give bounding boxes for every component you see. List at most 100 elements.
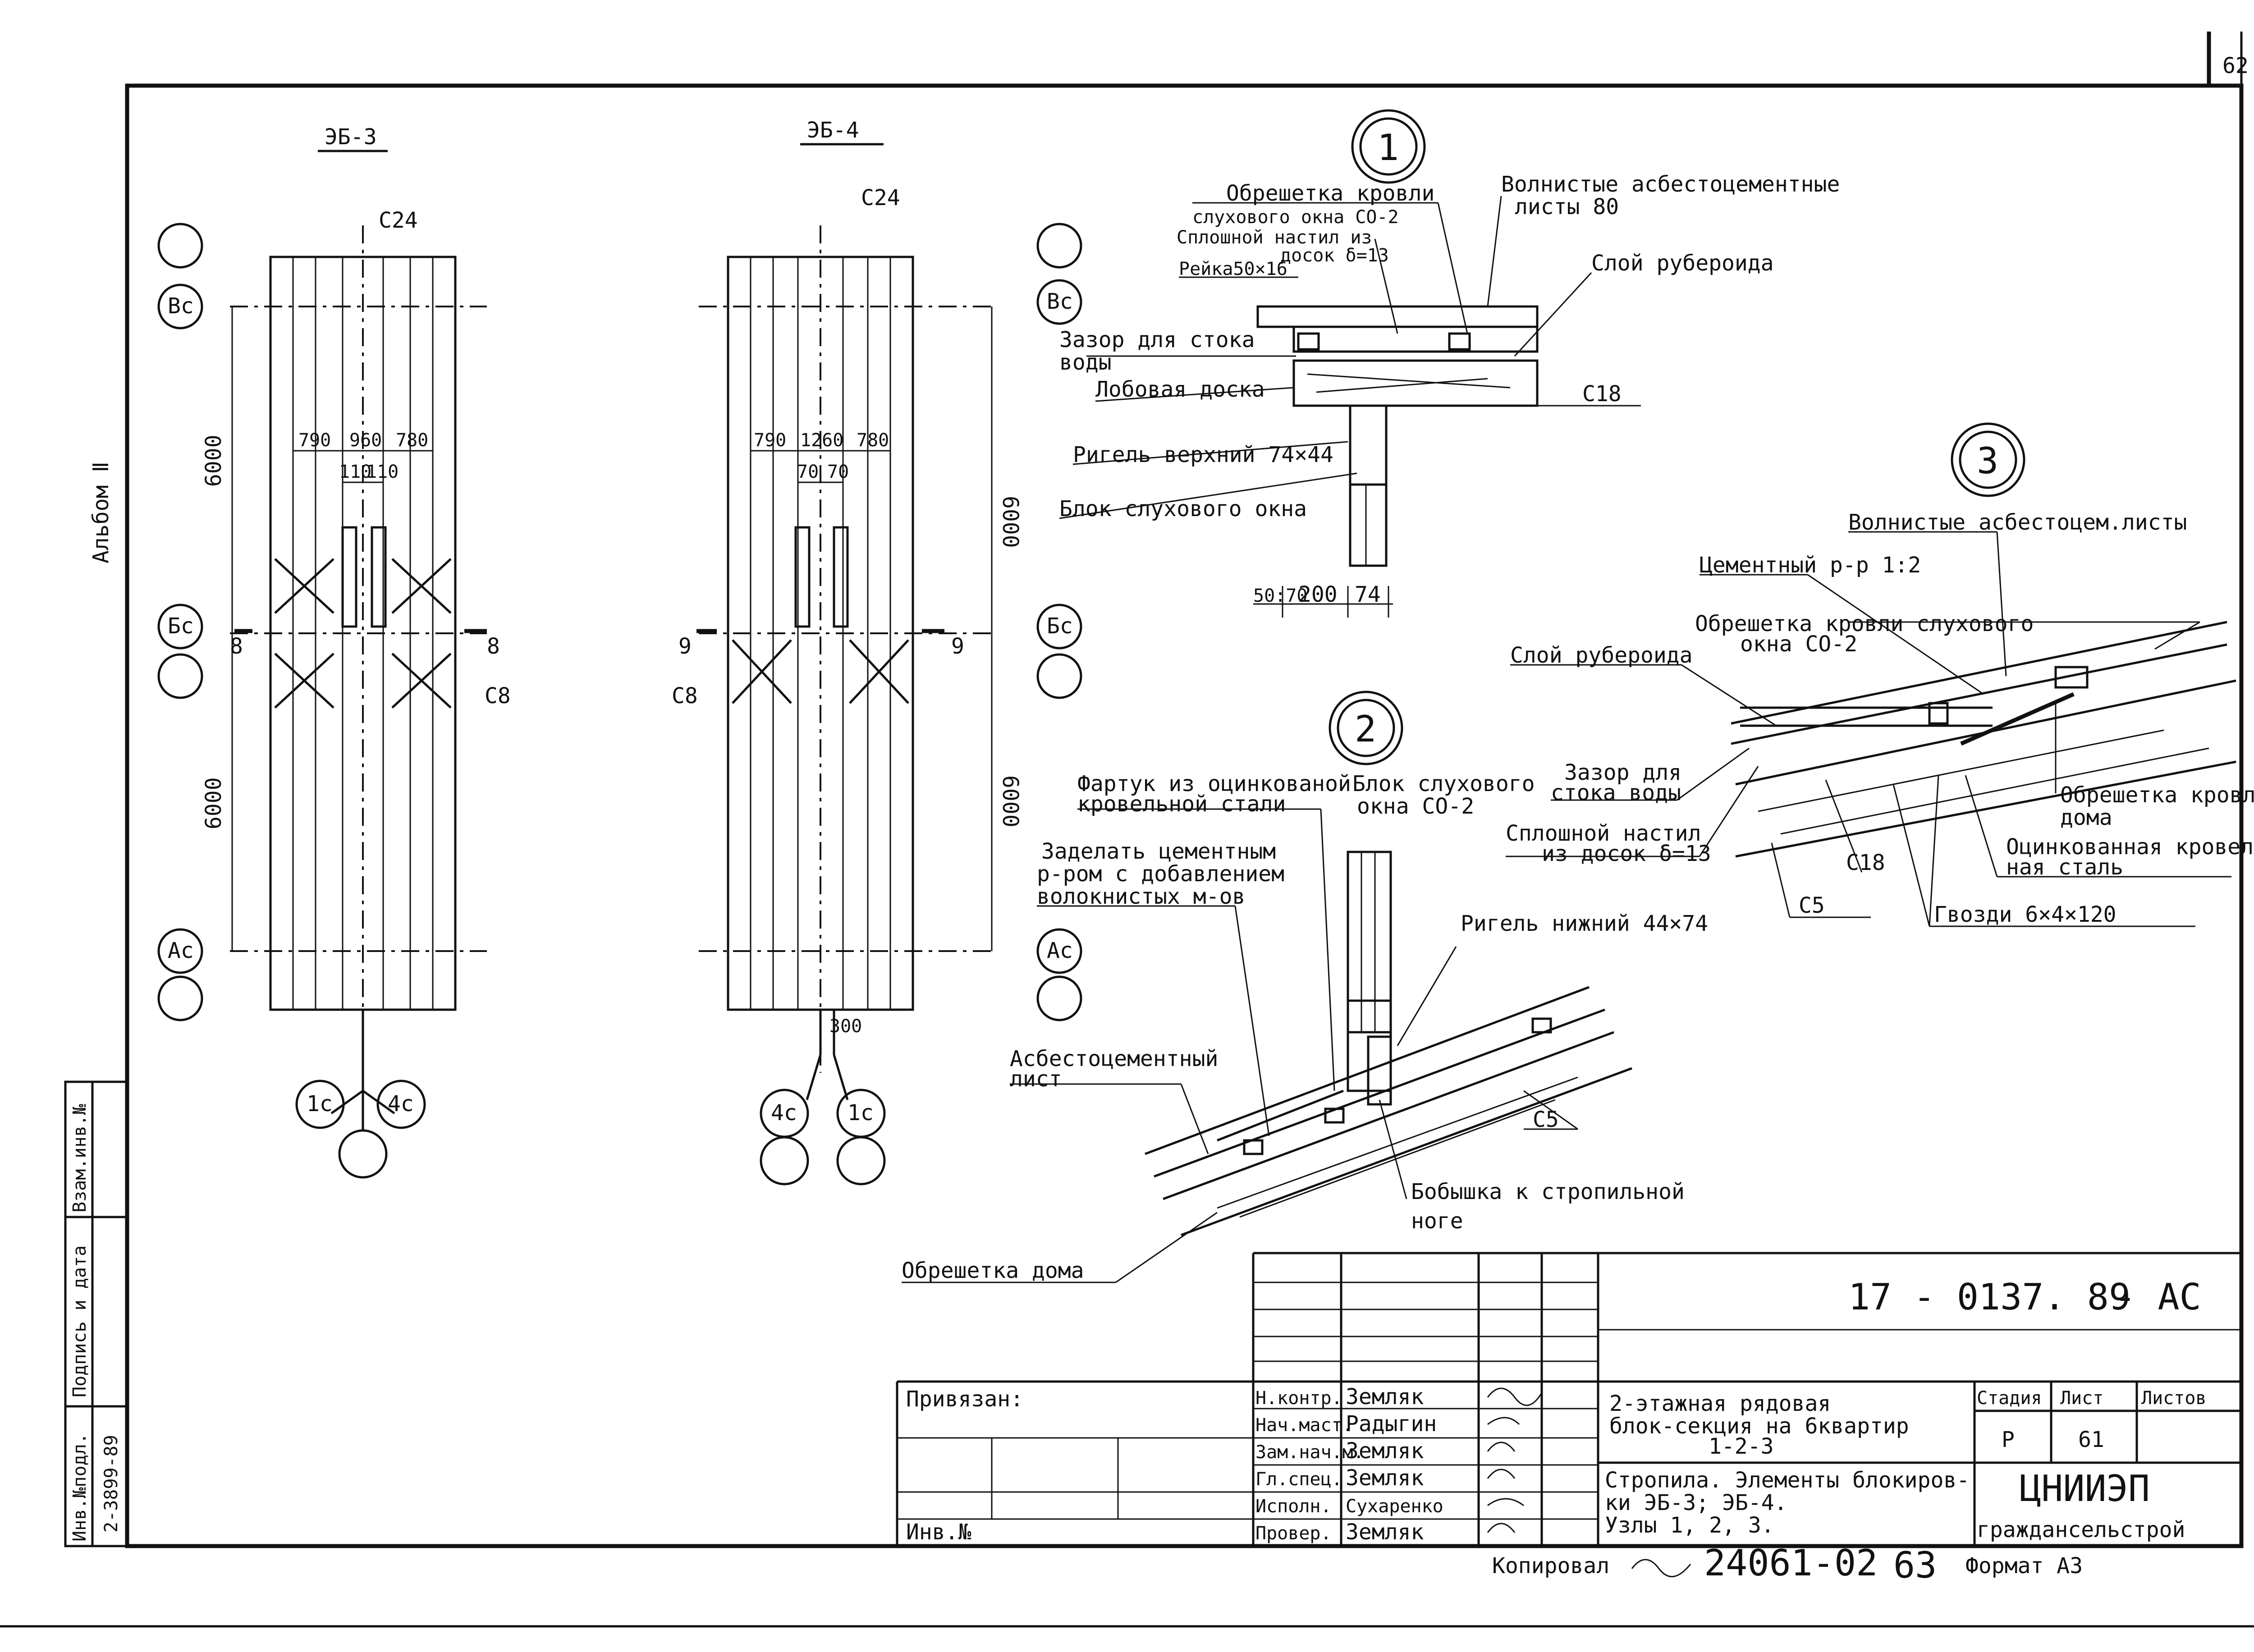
tb-name-3: Земляк	[1346, 1465, 1424, 1491]
tb-list-h: Лист	[2060, 1388, 2103, 1409]
node2-zadelat3: волокнистых м-ов	[1037, 884, 1245, 909]
tb-project3: 1-2-3	[1709, 1434, 1774, 1459]
title-block	[896, 1252, 2241, 1546]
eb4-axis-bc: Бс	[1047, 613, 1073, 639]
tb-project: 2-этажная рядовая	[1609, 1391, 1831, 1416]
node2-blok: Блок слухового	[1352, 771, 1535, 796]
signatures	[1487, 1387, 1543, 1533]
tb-org: ЦНИИЭП	[2020, 1468, 2150, 1510]
album-label: Альбом Ⅱ	[88, 462, 114, 563]
tb-sheet-title3: Узлы 1, 2, 3.	[1605, 1513, 1774, 1538]
node1-rigel: Ригель верхний 74×44	[1073, 442, 1333, 467]
node1-zazor: Зазор для стока	[1059, 327, 1255, 352]
tb-role-1: Нач.маст.	[1255, 1415, 1353, 1436]
eb3-dim-4: 110	[339, 462, 371, 482]
node2-fartuk2: кровельной стали	[1077, 792, 1286, 817]
stamp-inv-podl: Инв.№подл.	[69, 1433, 90, 1542]
eb3-label-c24: С24	[379, 208, 418, 233]
footer-format: Формат А3	[1965, 1553, 2083, 1579]
tb-project2: блок-секция на 6квартир	[1609, 1414, 1909, 1439]
page-number: 62	[2222, 53, 2249, 78]
node2-obreshetka: Обрешетка дома	[902, 1258, 1084, 1283]
node2-asbest: Асбестоцементный	[1010, 1046, 1218, 1071]
node3-c5: С5	[1799, 893, 1825, 918]
node1-sloy: Слой рубероида	[1591, 251, 1774, 276]
node2-bobyshka: Бобышка к стропильной	[1411, 1179, 1685, 1204]
eb4-axis-4c: 4с	[771, 1100, 797, 1126]
eb3-axis-bubbles	[157, 223, 426, 1179]
node1-dim-b: 200	[1298, 582, 1338, 607]
tb-role-5: Провер.	[1255, 1523, 1332, 1544]
node-2	[902, 691, 1632, 1283]
eb4-dim-span2: 6000	[998, 775, 1023, 828]
node1-reyka: Рейка50×16	[1179, 259, 1287, 279]
eb3-axis-1c: 1с	[307, 1091, 333, 1117]
tb-name-1: Радыгин	[1346, 1411, 1437, 1437]
node2-fartuk: Фартук из оцинкованой	[1077, 771, 1351, 796]
node2-asbest2: лист	[1010, 1066, 1062, 1092]
node-1	[1059, 109, 1641, 618]
eb4-section-left: 9	[678, 634, 692, 659]
tb-stadia-h: Стадия	[1977, 1388, 2042, 1409]
tb-list: 61	[2078, 1427, 2104, 1452]
footer-page: 63	[1893, 1544, 1937, 1586]
eb4-dim-bottom: 300	[829, 1016, 862, 1037]
tb-sheet-title2: ки ЭБ-3; ЭБ-4.	[1605, 1490, 1787, 1515]
node3-gvozdi: Гвозди 6×4×120	[1934, 902, 2117, 927]
eb3-dim-2: 960	[349, 430, 382, 451]
eb4-label-c8: С8	[672, 683, 698, 709]
eb3-dim-5: 110	[366, 462, 399, 482]
stamp-vzam: Взам.инв.№	[69, 1104, 90, 1213]
node3-ocink: Оцинкованная кровель-	[2006, 834, 2254, 860]
node1-number: 1	[1377, 127, 1399, 169]
plan-eb3: ЭБ-3	[230, 124, 487, 1131]
eb4-axis-1c: 1с	[848, 1100, 874, 1126]
tb-privyazan: Привязан:	[906, 1387, 1023, 1412]
tb-sheet-title: Стропила. Элементы блокиров-	[1605, 1468, 1970, 1493]
eb4-label-c24: С24	[861, 185, 900, 211]
node-3	[1506, 422, 2236, 927]
tb-role-0: Н.контр.	[1255, 1388, 1342, 1409]
eb3-axis-4c: 4с	[388, 1091, 414, 1117]
tb-name-5: Земляк	[1346, 1519, 1424, 1545]
node1-sploshnoy: Сплошной настил из	[1177, 227, 1372, 248]
eb4-dim-5: 70	[827, 462, 849, 482]
plan-eb4: ЭБ-4	[696, 118, 993, 1100]
node2-c5: С5	[1533, 1107, 1559, 1132]
left-stamp	[64, 1080, 128, 1547]
tb-code: 17 - 0137. 89	[1848, 1276, 2130, 1318]
tb-inv: Инв.№	[906, 1519, 971, 1545]
tb-stadia: Р	[2002, 1427, 2015, 1452]
node3-zazor2: стока воды	[1551, 780, 1681, 805]
node3-cement: Цементный р-р 1:2	[1700, 553, 1921, 578]
node1-blok: Блок слухового окна	[1059, 496, 1307, 522]
eb3-dim-span2: 6000	[201, 777, 226, 829]
node1-dim-a: 50:70	[1253, 586, 1307, 606]
eb3-axis-bc: Бс	[168, 613, 194, 639]
eb3-dim-1: 790	[298, 430, 331, 451]
node1-zazor2: воды	[1059, 350, 1112, 375]
eb4-dim-3: 780	[857, 430, 889, 451]
tb-role-4: Исполн.	[1255, 1496, 1332, 1517]
node3-zazor: Зазор для	[1564, 760, 1681, 785]
tb-role-2: Зам.нач.м.	[1255, 1442, 1364, 1463]
stamp-podpis: Подпись и дата	[69, 1245, 90, 1397]
node1-lobovaya: Лобовая доска	[1095, 377, 1265, 402]
sheet-frame	[0, 32, 2254, 1628]
node3-number: 3	[1977, 440, 1998, 482]
eb4-dim-4: 70	[797, 462, 819, 482]
node1-volnistye: Волнистые асбестоцементные	[1501, 172, 1840, 197]
node3-obreshetka-doma: Обрешетка кровли	[2060, 783, 2254, 808]
node2-rigel: Ригель нижний 44×74	[1461, 911, 1708, 936]
eb3-label-c8: С8	[485, 683, 511, 709]
node1-volnistye2: листы 80	[1515, 194, 1619, 220]
node3-volnistye: Волнистые асбестоцем.листы	[1848, 510, 2187, 535]
footer-kopiroval: Копировал	[1492, 1553, 1609, 1579]
node1-c18: С18	[1582, 381, 1622, 407]
node3-sploshnoy: Сплошной настил	[1506, 821, 1701, 846]
eb4-title: ЭБ-4	[807, 118, 859, 143]
eb3-section-left: 8	[230, 634, 243, 659]
eb4-dim-1: 790	[754, 430, 786, 451]
eb4-axis-ac: Ас	[1047, 938, 1073, 963]
